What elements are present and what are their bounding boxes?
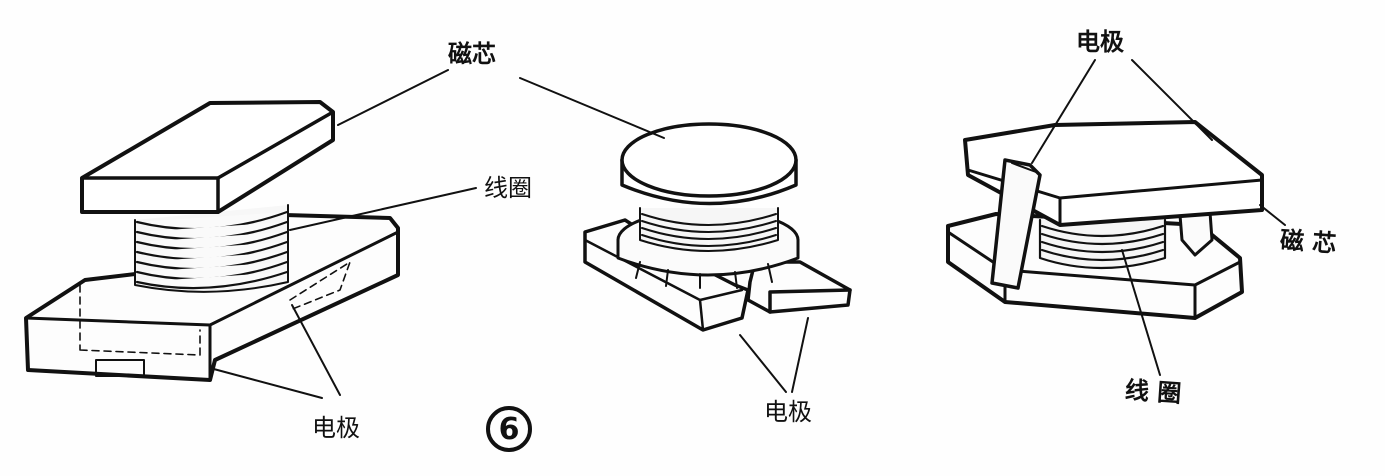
- coil-mid: [639, 207, 779, 252]
- inductor-left: [24, 100, 400, 382]
- label-electrode-left: 电极: [312, 414, 360, 442]
- label-core-middle: 磁芯: [448, 40, 496, 68]
- coil-right: [1038, 218, 1167, 270]
- core-plate-left: [80, 100, 335, 214]
- core-disc-mid: [620, 122, 798, 206]
- electrode-strip-right: [990, 158, 1042, 290]
- label-core-right: 磁 芯: [1279, 226, 1338, 258]
- leader-lines: [209, 59, 1286, 399]
- coil-left: [134, 204, 289, 293]
- label-electrode-right: 电极: [1076, 28, 1124, 56]
- core-plate-right: [963, 120, 1264, 227]
- inductor-middle: [583, 122, 852, 332]
- inductor-right: [946, 120, 1264, 320]
- label-coil-left: 线圈: [484, 174, 532, 202]
- label-coil-right: 线 圈: [1124, 376, 1183, 408]
- figure-number-badge: 6: [486, 406, 532, 452]
- label-electrode-middle: 电极: [764, 398, 812, 426]
